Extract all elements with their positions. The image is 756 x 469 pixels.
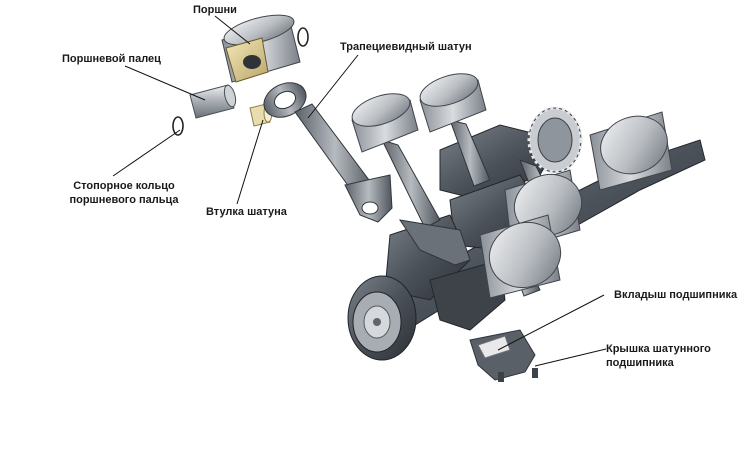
leader-retaining-ring	[112, 129, 181, 177]
label-retaining-ring-line2: поршневого пальца	[69, 194, 179, 206]
label-rod-bushing: Втулка шатуна	[206, 206, 287, 218]
assembled-pistons	[351, 73, 673, 299]
leader-bearing-shell	[497, 294, 605, 351]
label-piston-pin: Поршневой палец	[62, 53, 161, 65]
label-pistons: Поршни	[193, 4, 237, 16]
label-retaining-ring: Стопорное кольцо поршневого пальца	[58, 179, 190, 207]
exploded-piston-pin	[189, 84, 237, 119]
leader-pistons	[214, 15, 251, 45]
leader-trapezoid-rod	[307, 54, 359, 119]
exploded-connecting-rod	[263, 82, 393, 223]
label-bearing-cap-line2: подшипника	[606, 357, 674, 369]
leader-piston-pin	[124, 65, 206, 101]
bearing-cap-assembly	[469, 329, 538, 382]
label-bearing-cap-line1: Крышка шатунного	[606, 343, 711, 355]
label-retaining-ring-line1: Стопорное кольцо	[73, 180, 175, 192]
leader-bearing-cap	[534, 348, 607, 367]
label-trapezoid-rod: Трапециевидный шатун	[340, 41, 472, 53]
exploded-piston	[221, 14, 301, 83]
label-bearing-shell: Вкладыш подшипника	[614, 289, 738, 301]
leader-rod-bushing	[236, 119, 264, 205]
retaining-rings	[172, 27, 309, 136]
label-bearing-cap: Крышка шатунного подшипника	[606, 342, 711, 370]
leader-lines	[112, 15, 607, 367]
